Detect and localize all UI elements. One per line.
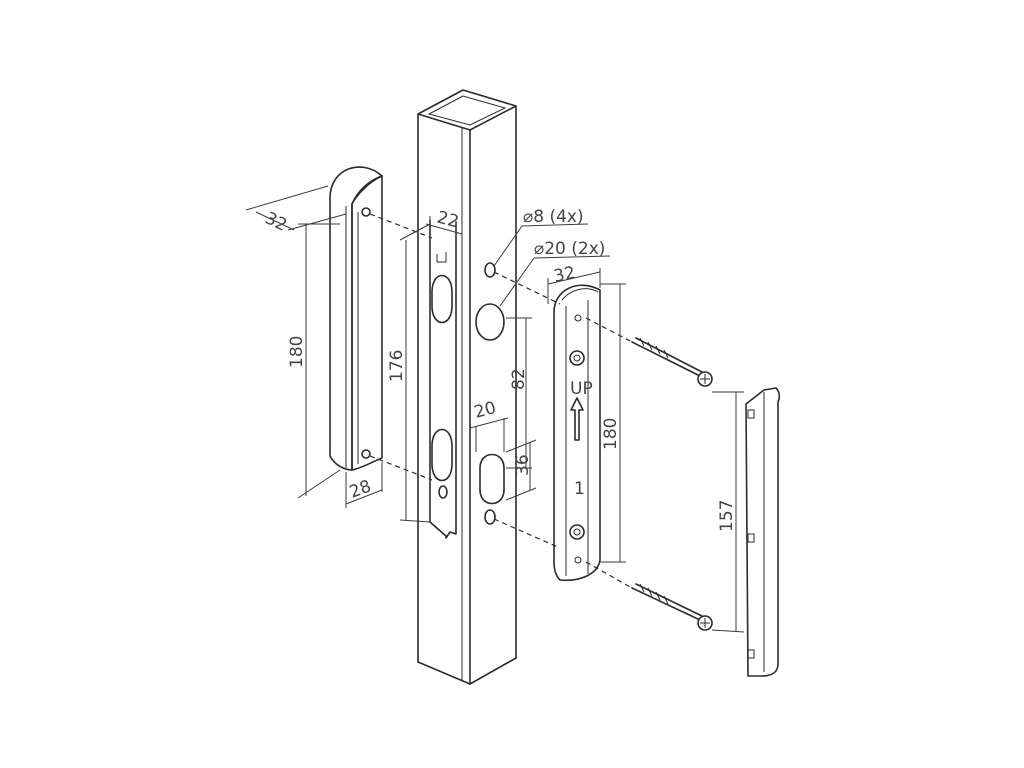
right-handle-screw-upper [569,350,585,366]
post-hole-20-upper [475,303,505,341]
up-mark: UP [570,379,593,399]
cover-strip-body [745,387,781,677]
post-hole-8-lower [484,509,496,525]
dimension-hole-8: ⌀8 (4x) [493,207,589,267]
label-20: 20 [472,398,498,423]
dimension-hole-20: ⌀20 (2x) [499,239,611,307]
assembly-lines [369,213,633,589]
left-handle-screw-top [361,207,371,217]
screw-lower [631,583,713,631]
square-post [417,89,517,685]
cover-strip [745,387,781,677]
dimension-82: 82 [506,317,532,469]
left-handle-screw-bottom [361,449,371,459]
label-180-left: 180 [287,336,307,368]
label-22: 22 [435,208,461,233]
screw-upper [631,337,713,387]
post-cutout-upper [431,274,453,324]
label-32-left: 32 [262,208,290,235]
label-176: 176 [387,350,407,382]
label-180-right: 180 [601,418,621,450]
dimension-180-right: 180 [600,283,626,563]
label-hole-8: ⌀8 (4x) [523,207,584,227]
dimension-157: 157 [711,391,745,633]
right-handle: UP 1 [553,284,601,582]
left-handle [329,166,383,471]
post-top-inner [427,95,507,126]
dimension-20: 20 [469,398,509,452]
label-157: 157 [717,500,737,532]
dimension-176: 176 [387,223,431,523]
label-hole-20: ⌀20 (2x) [534,239,605,259]
left-handle-body [329,166,383,471]
label-82: 82 [509,368,529,390]
left-handle-face [351,175,383,471]
label-28: 28 [347,477,374,503]
post-hole-8-upper [484,262,496,278]
up-arrow-icon [570,397,584,441]
dimension-36: 36 [505,439,537,501]
strike-plate-notch [436,252,447,263]
right-handle-screw-lower [569,524,585,540]
post-hole-20-lower [479,453,505,505]
dimension-32-right: 32 [547,263,601,304]
label-32-right: 32 [552,263,577,287]
dimension-180-left: 180 [287,223,341,499]
post-hole-small-left [438,485,448,499]
label-36: 36 [513,454,533,476]
post-cutout-lower [431,428,453,482]
right-handle-body [553,284,601,582]
part-number: 1 [574,479,585,499]
strike-plate [429,219,457,539]
